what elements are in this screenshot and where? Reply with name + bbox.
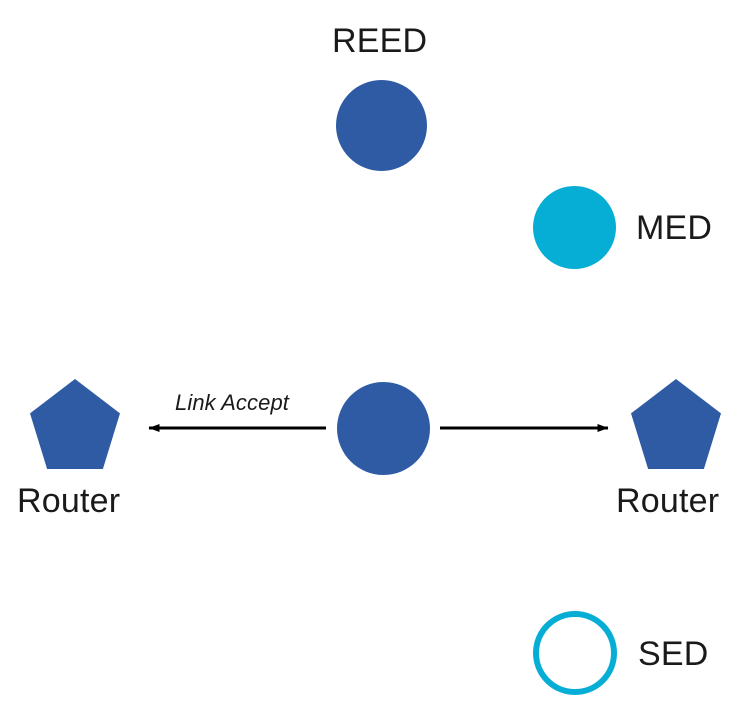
node-router-left[interactable] — [30, 379, 120, 469]
node-med[interactable] — [533, 186, 616, 269]
node-router-right-label: Router — [616, 482, 720, 520]
node-leader[interactable] — [337, 382, 430, 475]
node-reed-label: REED — [332, 22, 428, 60]
node-med-label: MED — [636, 209, 713, 247]
node-router-left-label: Router — [17, 482, 121, 520]
edge-link-accept-label: Link Accept — [175, 390, 290, 415]
node-router-right[interactable] — [631, 379, 721, 469]
node-reed[interactable] — [336, 80, 427, 171]
node-sed[interactable] — [533, 611, 617, 695]
node-sed-label: SED — [638, 635, 709, 673]
